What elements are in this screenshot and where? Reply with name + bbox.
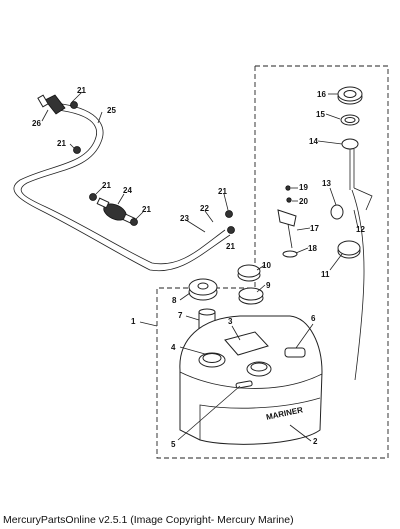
primer-bulb — [96, 197, 136, 225]
exploded-parts-diagram: MARINER 1 2 3 — [13, 65, 389, 459]
callout-17: 17 — [310, 224, 319, 233]
callout-6: 6 — [311, 314, 316, 323]
callout-14: 14 — [309, 137, 318, 146]
callout-18: 18 — [308, 244, 317, 253]
hose-clamps — [70, 101, 235, 234]
callout-5: 5 — [171, 440, 176, 449]
callout-21: 21 — [102, 181, 111, 190]
callout-2: 2 — [313, 437, 318, 446]
callout-8: 8 — [172, 296, 177, 305]
engine-connector — [37, 94, 66, 115]
tank-fitting — [277, 185, 298, 258]
callout-20: 20 — [299, 197, 308, 206]
callout-21: 21 — [142, 205, 151, 214]
copyright-footer: MercuryPartsOnline v2.5.1 (Image Copyrig… — [3, 514, 294, 526]
callout-3: 3 — [228, 317, 233, 326]
callout-15: 15 — [316, 110, 325, 119]
callout-23: 23 — [180, 214, 189, 223]
callout-1: 1 — [131, 317, 136, 326]
fuel-hose — [13, 103, 231, 272]
callout-13: 13 — [322, 179, 331, 188]
callout-21: 21 — [57, 139, 66, 148]
callout-21: 21 — [226, 242, 235, 251]
callout-12: 12 — [356, 225, 365, 234]
callout-numbers: 1 2 3 4 5 6 7 8 9 10 11 12 13 14 15 16 1… — [32, 86, 365, 449]
callout-19: 19 — [299, 183, 308, 192]
callout-25: 25 — [107, 106, 116, 115]
fuel-tank: MARINER — [179, 315, 323, 445]
callout-9: 9 — [266, 281, 271, 290]
leader-lines — [41, 91, 359, 442]
caps-and-strainer — [188, 264, 264, 338]
callout-11: 11 — [321, 270, 330, 279]
fuel-gauge — [330, 86, 373, 381]
callout-26: 26 — [32, 119, 41, 128]
callout-7: 7 — [178, 311, 183, 320]
callout-10: 10 — [262, 261, 271, 270]
callout-4: 4 — [171, 343, 176, 352]
callout-22: 22 — [200, 204, 209, 213]
callout-21: 21 — [218, 187, 227, 196]
callout-16: 16 — [317, 90, 326, 99]
callout-21: 21 — [77, 86, 86, 95]
callout-24: 24 — [123, 186, 132, 195]
assembly-boundary — [156, 65, 389, 459]
